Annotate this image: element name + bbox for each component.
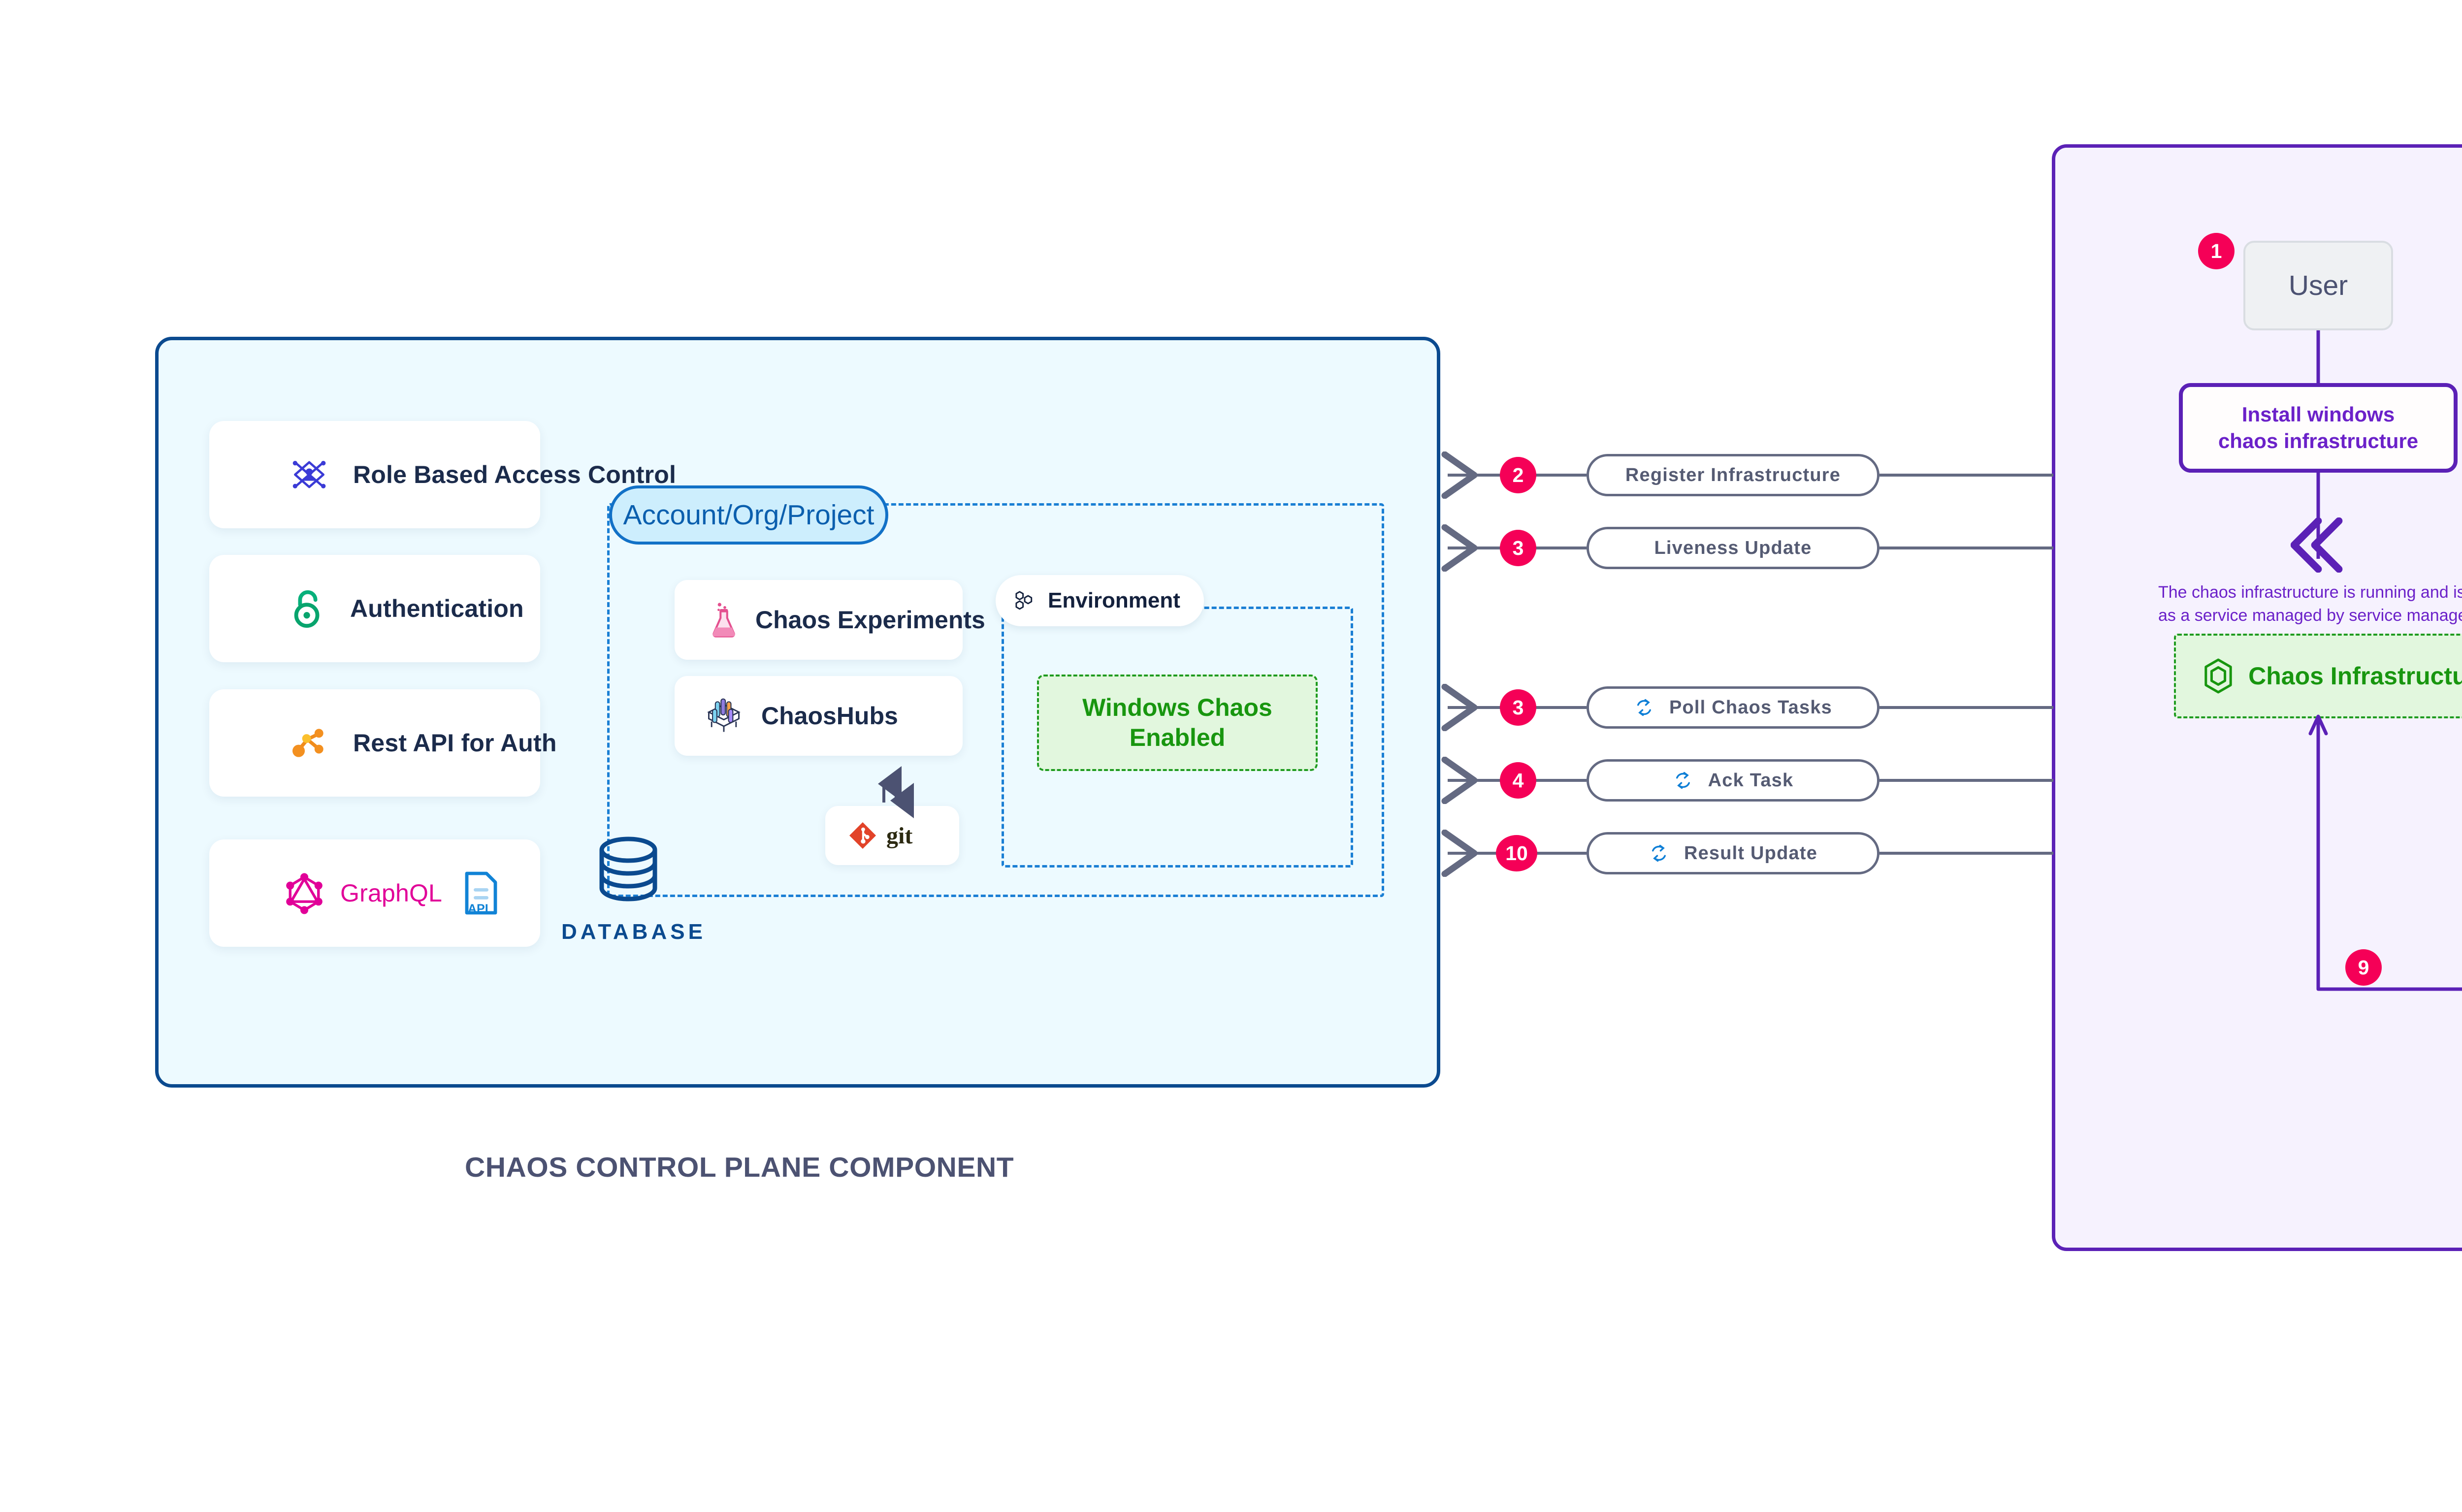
note-infra-line1: The chaos infrastructure is running and … (2158, 583, 2462, 602)
chaos-infrastructure-node[interactable]: Chaos Infrastructure (2174, 634, 2462, 718)
install-windows-chaos-infrastructure-box[interactable]: Install windows chaos infrastructure (2179, 383, 2458, 473)
auth-lock-icon (294, 590, 320, 628)
connector-pill-register-infrastructure[interactable]: Register Infrastructure (1587, 454, 1879, 496)
refresh-cycle-icon (1676, 772, 1690, 789)
environment-label: Environment (1048, 588, 1180, 612)
graphql-icon (286, 873, 323, 914)
service-card-authentication[interactable]: Authentication (209, 555, 540, 662)
connector-label: Poll Chaos Tasks (1669, 697, 1833, 718)
step-badge-9: 9 (2345, 949, 2382, 986)
git-icon (849, 822, 876, 849)
card-label: Chaos Experiments (755, 606, 985, 634)
card-git[interactable]: git (825, 806, 959, 865)
windows-chaos-line1: Windows Chaos (1082, 694, 1272, 721)
api-doc-icon: API (465, 871, 497, 916)
account-org-project-pill[interactable]: Account/Org/Project (609, 485, 888, 545)
refresh-cycle-icon (1637, 699, 1651, 716)
service-label: Rest API for Auth (353, 729, 557, 757)
install-line2: chaos infrastructure (2218, 429, 2419, 452)
install-line1: Install windows (2241, 403, 2395, 426)
card-label: ChaosHubs (761, 702, 898, 730)
rbac-icon (292, 461, 326, 488)
user-label: User (2288, 270, 2348, 301)
note-infra-line2: as a service managed by service manager (2158, 606, 2462, 625)
step-badge-2: 2 (1500, 457, 1536, 493)
hexagon-cluster-icon (1015, 591, 1033, 610)
connector-label: Result Update (1684, 842, 1818, 864)
user-box[interactable]: User (2243, 241, 2393, 330)
control-plane-title: CHAOS CONTROL PLANE COMPONENT (465, 1152, 1014, 1183)
chaos-infrastructure-label: Chaos Infrastructure (2248, 662, 2462, 690)
svg-text:API: API (468, 902, 488, 916)
connector-label: Ack Task (1708, 770, 1794, 791)
service-card-rbac[interactable]: Role Based Access Control (209, 421, 676, 528)
database-label: DATABASE (561, 920, 706, 944)
test-tube-rack-icon (707, 698, 741, 732)
connector-pill-poll-chaos-tasks[interactable]: Poll Chaos Tasks (1587, 686, 1879, 729)
step-badge-3b: 3 (1500, 689, 1536, 726)
step-badge-1: 1 (2198, 233, 2235, 269)
card-label: git (886, 822, 913, 849)
service-card-rest-api[interactable]: Rest API for Auth (209, 689, 556, 797)
step-badge-4: 4 (1500, 762, 1536, 799)
windows-chaos-line2: Enabled (1129, 724, 1226, 751)
service-label: Role Based Access Control (353, 461, 677, 488)
card-chaos-experiments[interactable]: Chaos Experiments (675, 580, 985, 660)
refresh-cycle-icon (1652, 844, 1666, 862)
note-chaos-infrastructure-running: The chaos infrastructure is running and … (2158, 581, 2462, 627)
account-org-project-region (607, 503, 1384, 897)
step-badge-10: 10 (1496, 835, 1537, 871)
service-card-graphql-api[interactable]: GraphQL API (209, 839, 540, 947)
flask-icon (713, 603, 735, 638)
harness-hex-icon (2204, 658, 2232, 694)
windows-chaos-enabled-badge: Windows Chaos Enabled (1037, 675, 1318, 771)
connector-pill-ack-task[interactable]: Ack Task (1587, 759, 1879, 802)
graphql-label: GraphQL (340, 879, 443, 907)
connector-label: Register Infrastructure (1625, 464, 1841, 485)
connector-pill-result-update[interactable]: Result Update (1587, 832, 1879, 874)
environment-pill[interactable]: Environment (996, 575, 1204, 626)
step-badge-3a: 3 (1500, 530, 1536, 566)
connector-pill-liveness-update[interactable]: Liveness Update (1587, 527, 1879, 569)
card-chaoshubs[interactable]: ChaosHubs (675, 676, 963, 756)
account-org-project-label: Account/Org/Project (623, 499, 875, 531)
rest-api-icon (292, 729, 324, 757)
service-label: Authentication (350, 595, 524, 622)
connector-label: Liveness Update (1654, 537, 1812, 558)
